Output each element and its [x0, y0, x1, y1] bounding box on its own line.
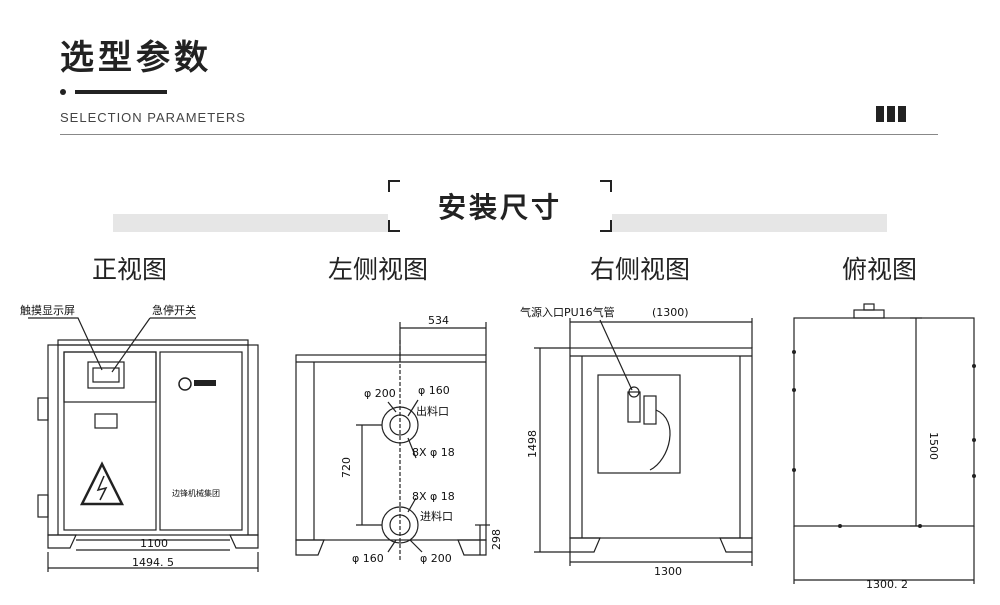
view-title-left: 左侧视图	[328, 255, 429, 284]
dim-depth: 534	[428, 314, 449, 327]
dim-top-height: 1500	[927, 432, 940, 460]
view-title-front: 正视图	[92, 255, 168, 284]
top-view-drawing: 1500 1300. 2	[792, 303, 976, 591]
outlet-d2: φ 160	[418, 384, 450, 397]
decor-bars-icon	[876, 106, 909, 126]
left-view-drawing: 534 φ 200 φ 160 出料口 8X φ 18 720 8X φ 18 …	[295, 314, 503, 565]
dim-total-width: 1494. 5	[132, 556, 174, 569]
air-source-label: 外接气源入口PU16气管	[520, 305, 615, 319]
inlet-holes: 8X φ 18	[412, 490, 455, 503]
title-underline	[75, 90, 167, 94]
section-title: 安装尺寸	[437, 191, 562, 224]
page-title: 选型参数	[60, 38, 212, 78]
brand-logo-icon	[178, 377, 216, 391]
label-estop: 急停开关	[152, 303, 196, 317]
dim-top-width: 1300. 2	[866, 578, 908, 591]
outlet-holes: 8X φ 18	[412, 446, 455, 459]
inlet-label: 进料口	[420, 509, 453, 523]
dim-top: (1300)	[652, 306, 689, 319]
view-title-right: 右侧视图	[590, 255, 691, 284]
inlet-d2: φ 200	[420, 552, 452, 565]
dim-spacing: 720	[340, 457, 353, 478]
dim-height: 1498	[526, 430, 539, 458]
outlet-d1: φ 200	[364, 387, 396, 400]
section-title-box	[388, 180, 612, 232]
dim-bottom: 1300	[654, 565, 682, 578]
title-dot	[60, 89, 66, 95]
outlet-label: 出料口	[416, 404, 449, 418]
view-title-top: 俯视图	[842, 255, 918, 284]
dim-height-inlet: 298	[490, 529, 503, 550]
header-divider	[60, 134, 938, 135]
dim-inner-width: 1100	[140, 537, 168, 550]
inlet-d1: φ 160	[352, 552, 384, 565]
brand-text: 边锋机械集团	[172, 488, 220, 498]
right-view-drawing: 外接气源入口PU16气管 (1300) 1498 1300	[520, 305, 753, 578]
front-view-drawing: 触摸显示屏 急停开关 边锋机械集团 1100 1494. 5	[20, 303, 259, 572]
page-subtitle: SELECTION PARAMETERS	[60, 110, 246, 125]
label-display: 触摸显示屏	[20, 303, 75, 317]
